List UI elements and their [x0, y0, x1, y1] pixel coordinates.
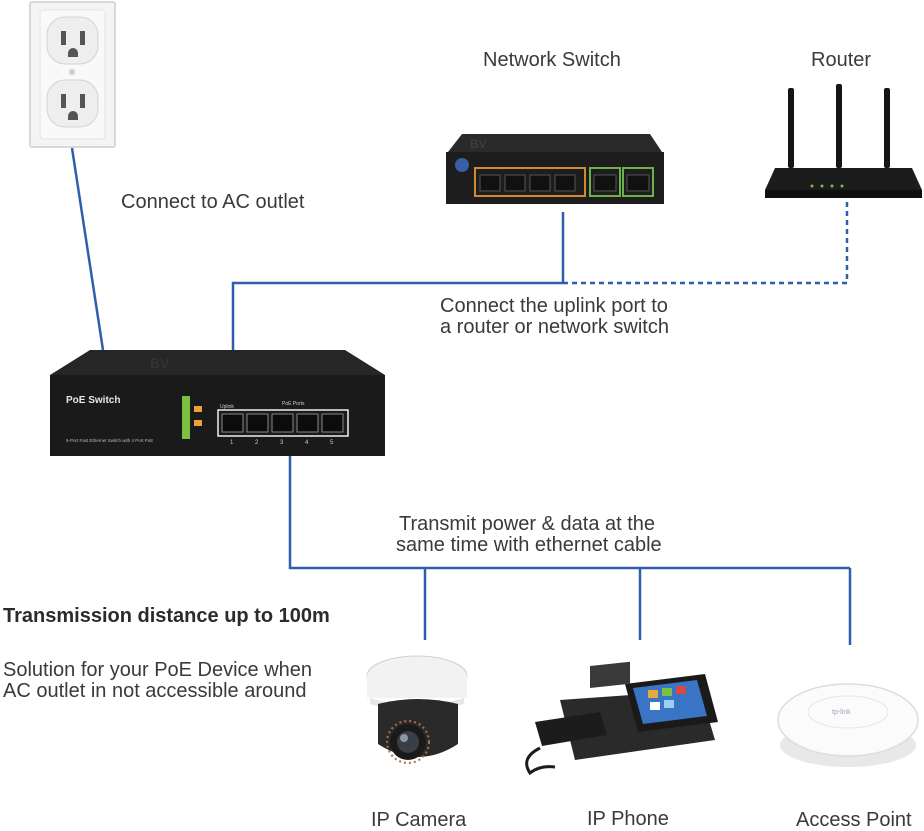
ip-camera-label: IP Camera	[371, 809, 467, 831]
router-device	[765, 84, 922, 198]
poe-trunk-cable	[288, 440, 850, 570]
ac-outlet-label: Connect to AC outlet	[121, 191, 305, 213]
poe-switch-title: PoE Switch	[66, 395, 120, 406]
poe-uplink-label: Uplink	[220, 404, 234, 410]
ip-phone-label: IP Phone	[587, 808, 669, 830]
ip-phone-device	[525, 661, 718, 776]
network-switch-label: Network Switch	[483, 49, 621, 71]
solution-line1: Solution for your PoE Device when	[3, 659, 313, 681]
power-cable	[70, 147, 105, 351]
access-point-device: tp-link	[777, 683, 919, 767]
svg-text:BV: BV	[150, 355, 170, 371]
transmit-line2: same time with ethernet cable	[396, 534, 662, 556]
poe-ports-label: PoE Ports	[282, 401, 305, 407]
uplink-instruction-line2: a router or network switch	[440, 316, 669, 338]
network-switch-brand: BV	[470, 137, 487, 151]
distance-heading: Transmission distance up to 100m	[3, 605, 330, 627]
solution-line2: AC outlet in not accessible around	[3, 680, 307, 702]
router-cable-dashed	[563, 192, 849, 285]
poe-switch-caption: 5-Port Fast Ethernet Switch with 4 Port …	[66, 438, 153, 443]
transmit-line1: Transmit power & data at the	[399, 513, 656, 535]
network-switch-device: BV	[446, 134, 664, 204]
access-point-brand: tp-link	[832, 709, 851, 716]
port-number-2: 2	[255, 440, 259, 446]
port-number-1: 1	[230, 440, 234, 446]
router-label: Router	[811, 49, 872, 71]
ip-camera-device	[366, 655, 468, 764]
access-point-label: Access Point	[796, 809, 912, 831]
port-number-4: 4	[305, 440, 309, 446]
port-number-5: 5	[330, 440, 334, 446]
ac-outlet	[29, 1, 116, 148]
port-number-3: 3	[280, 440, 284, 446]
uplink-instruction-line1: Connect the uplink port to	[440, 295, 668, 317]
cables	[70, 147, 852, 645]
poe-switch-device: BV PoE Switch 5-Port Fast Ethernet Switc…	[50, 350, 385, 456]
uplink-cable	[231, 212, 565, 412]
